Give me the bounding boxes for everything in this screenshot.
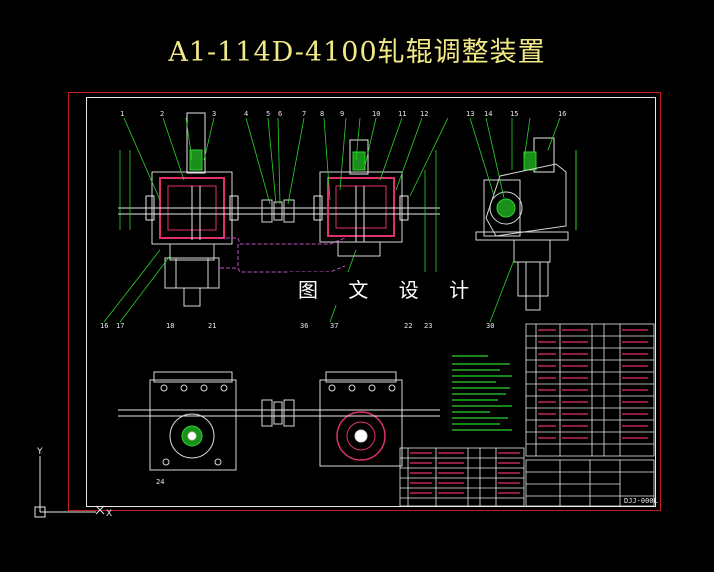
svg-text:15: 15 — [510, 110, 518, 118]
coupling-top — [261, 199, 295, 223]
svg-text:7: 7 — [302, 110, 306, 118]
drawing-number: DJJ-000L — [624, 497, 658, 505]
svg-text:12: 12 — [420, 110, 428, 118]
svg-text:17: 17 — [116, 322, 124, 330]
outer-drawing-frame — [68, 92, 661, 511]
svg-text:8: 8 — [320, 110, 324, 118]
svg-text:2: 2 — [160, 110, 164, 118]
svg-text:18: 18 — [166, 322, 174, 330]
svg-text:9: 9 — [340, 110, 344, 118]
svg-text:21: 21 — [208, 322, 216, 330]
parts-list-lower-text — [410, 452, 520, 494]
inner-drawing-frame — [86, 97, 656, 507]
link-dashed — [220, 237, 346, 273]
svg-text:10: 10 — [372, 110, 380, 118]
coupling-bottom — [261, 399, 295, 427]
ucs-x-label: X — [106, 509, 112, 519]
ucs-y-label: Y — [36, 447, 43, 457]
svg-text:1: 1 — [120, 110, 124, 118]
svg-text:11: 11 — [398, 110, 406, 118]
parts-list-table-lower — [399, 447, 525, 507]
gearbox-left-top — [118, 112, 330, 307]
svg-text:4: 4 — [244, 110, 248, 118]
parts-list-table — [525, 323, 655, 457]
svg-text:16: 16 — [558, 110, 566, 118]
svg-text:3: 3 — [212, 110, 216, 118]
svg-text:6: 6 — [278, 110, 282, 118]
parts-list-red-text — [538, 329, 648, 439]
watermark-label: 图 文 设 计 — [288, 272, 492, 305]
svg-text:30: 30 — [486, 322, 494, 330]
svg-text:5: 5 — [266, 110, 270, 118]
technical-notes — [452, 355, 512, 431]
svg-text:16: 16 — [100, 322, 108, 330]
front-view-right — [319, 371, 440, 467]
svg-text:24: 24 — [156, 478, 164, 486]
gearbox-side-view — [475, 137, 577, 311]
front-view-left — [118, 371, 330, 471]
svg-text:14: 14 — [484, 110, 492, 118]
svg-text:22: 22 — [404, 322, 412, 330]
gearbox-right-top — [313, 139, 440, 257]
svg-text:37: 37 — [330, 322, 338, 330]
ucs-axis-icon — [34, 456, 105, 518]
svg-text:13: 13 — [466, 110, 474, 118]
drawing-title: A1-114D-4100轧辊调整装置 — [168, 37, 546, 68]
svg-text:23: 23 — [424, 322, 432, 330]
title-block — [525, 459, 655, 507]
leader-lines — [103, 117, 561, 323]
svg-text:36: 36 — [300, 322, 308, 330]
